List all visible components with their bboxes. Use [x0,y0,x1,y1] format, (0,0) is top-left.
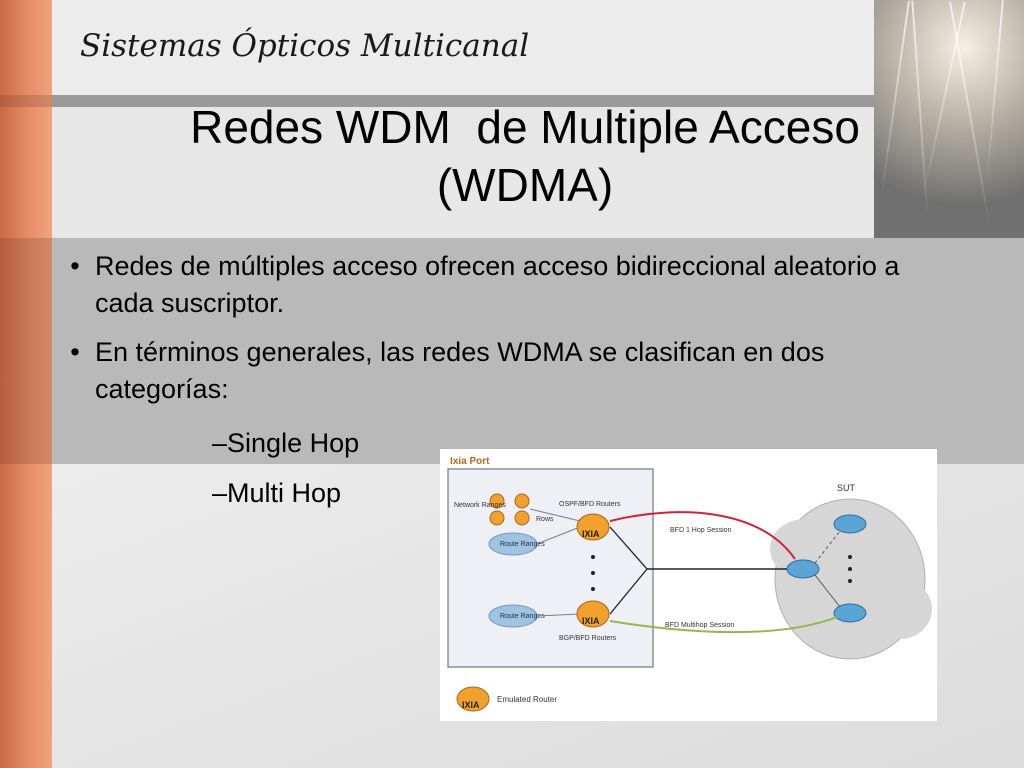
sut-label: SUT [837,483,856,493]
ellipsis-dot [591,571,595,575]
ospf-router: IXIA [576,513,610,541]
slide-title-line-2: (WDMA) [436,159,614,211]
bgp-router: IXIA [576,600,610,628]
sut-router-icon [833,603,867,623]
router-icon [576,600,610,628]
bfd-multihop-session-line [609,616,838,634]
network-range-routers [489,493,530,526]
bullet-text: En términos generales, las redes WDMA se… [95,337,825,404]
sut-link [814,530,841,564]
ellipsis-dot [848,567,852,571]
bullet-list: • Redes de múltiples acceso ofrecen acce… [55,248,965,420]
sub-bullet-item: –Single Hop [212,428,359,459]
link-line [609,568,648,615]
slide-title: Redes WDM de Multiple Acceso (WDMA) [95,98,955,214]
network-ranges-label: Network Ranges [454,502,506,509]
network-diagram: Ixia Port Network Ranges Rows Route Rang… [440,449,937,721]
cloud-shape [868,579,932,639]
ellipsis-dot [848,579,852,583]
header-area [52,0,874,95]
bfd-multihop-label: BFD Multihop Session [665,622,734,629]
sut-router-icon [786,559,820,579]
slide-title-line-1: Redes WDM de Multiple Acceso [190,101,860,153]
bullet-marker: • [70,337,80,367]
link-line [529,508,581,522]
router-icon [514,510,530,526]
left-decorative-bar [0,0,52,768]
sub-bullet-marker: – [212,428,228,458]
ellipsis-dot [848,555,852,559]
legend: IXIA Emulated Router [456,686,557,712]
sub-bullet-marker: – [212,478,228,508]
rows-label: Rows [536,516,554,523]
left-bar-band [0,238,52,464]
bgp-routers-label: BGP/BFD Routers [559,635,617,642]
divider-band [52,95,1024,107]
link-line [609,526,648,570]
ixia-port-label: Ixia Port [450,456,490,467]
legend-router-icon [456,686,490,712]
ospf-routers-label: OSPF/BFD Routers [559,501,621,508]
network-diagram-svg: Ixia Port Network Ranges Rows Route Rang… [447,456,932,712]
cloud-shape [770,519,840,579]
bullet-item: • Redes de múltiples acceso ofrecen acce… [55,248,965,322]
bfd-1hop-label: BFD 1 Hop Session [670,527,732,534]
legend-label: Emulated Router [497,695,557,704]
left-bar-band [0,95,52,107]
sub-bullet-text: Single Hop [227,428,360,458]
router-icon [489,510,505,526]
ixia-badge: IXIA [582,529,600,539]
router-icon [576,513,610,541]
bullet-marker: • [70,251,80,281]
ixia-port-box [447,468,654,668]
fiber-optic-image [874,0,1024,238]
content-band [52,238,1024,464]
route-ranges-label: Route Ranges [500,541,545,548]
ellipsis-dot [591,587,595,591]
ellipsis-dot [591,555,595,559]
sub-bullet-text: Multi Hop [227,478,342,508]
course-title: Sistemas Ópticos Multicanal [80,28,530,64]
router-icon [489,493,505,509]
router-icon [514,493,530,509]
sub-bullet-item: –Multi Hop [212,478,341,509]
route-ranges-label: Route Ranges [500,613,545,620]
sut-link [814,574,841,608]
bfd-1hop-session-line [609,511,796,560]
bullet-item: • En términos generales, las redes WDMA … [55,334,965,408]
link-line [536,526,581,545]
ixia-badge: IXIA [462,700,480,710]
link-line [536,613,581,617]
bullet-text: Redes de múltiples acceso ofrecen acceso… [95,251,900,318]
ixia-badge: IXIA [582,616,600,626]
sut-router-icon [833,514,867,534]
